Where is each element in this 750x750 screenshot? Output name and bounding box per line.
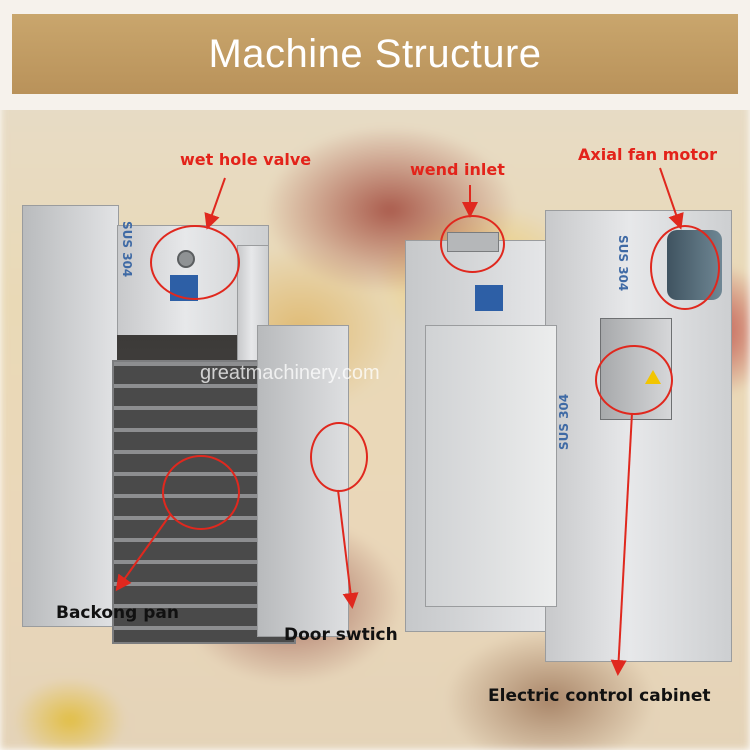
door-swtich-arrow (337, 489, 359, 609)
page-title: Machine Structure (208, 31, 542, 76)
backong-pan-label: Backong pan (56, 603, 179, 623)
axial-fan-motor-circle (650, 225, 720, 310)
axial-fan-motor-label: Axial fan motor (578, 145, 717, 164)
left-side-panel (22, 205, 119, 627)
wet-hole-valve-arrow (204, 177, 226, 230)
wet-hole-valve-circle (150, 225, 240, 300)
wet-hole-valve-label: wet hole valve (180, 150, 312, 169)
right-door (425, 325, 557, 607)
right-control-plate (475, 285, 503, 311)
axial-fan-motor-arrow (659, 167, 684, 230)
watermark: greatmachinery.com (200, 362, 380, 384)
door-swtich-label: Door swtich (284, 625, 398, 645)
backong-pan-circle (162, 455, 240, 530)
backong-pan-arrow (115, 514, 171, 592)
electric-control-cabinet-arrow (610, 412, 633, 676)
banner-frame: Machine Structure (0, 0, 750, 110)
wend-inlet-label: wend inlet (410, 160, 505, 179)
electric-control-cabinet-label: Electric control cabinet (488, 686, 711, 706)
electric-control-cabinet-circle (595, 345, 673, 415)
title-banner: Machine Structure (12, 14, 738, 94)
